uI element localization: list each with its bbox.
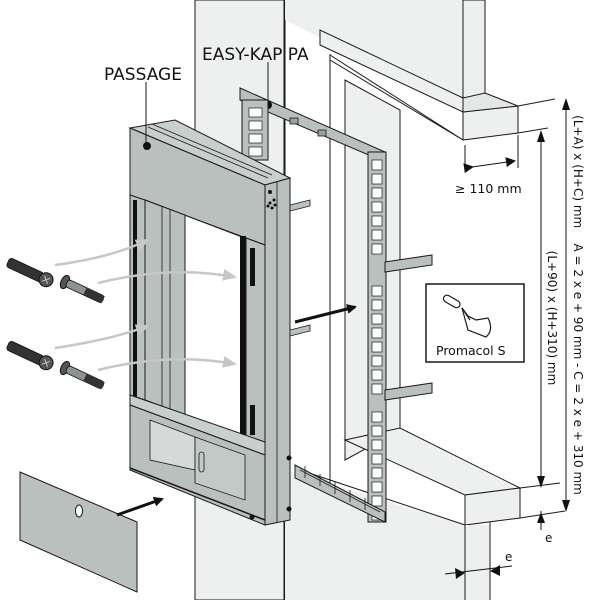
trowel-icon: [442, 294, 492, 338]
insertion-arrow: [97, 268, 237, 285]
wall-thickness-label: e: [505, 550, 512, 564]
promacol-s-box: Promacol S: [425, 283, 525, 363]
ladder-cell: [371, 187, 383, 199]
wall-plugs: [6, 258, 105, 390]
frame-bracket-lower: [384, 382, 433, 401]
ladder-cell: [371, 341, 383, 353]
passage-unit: [128, 119, 311, 526]
promacol-label: Promacol S: [436, 343, 506, 358]
insertion-arrows: [54, 238, 237, 372]
ladder-cell: [371, 243, 383, 255]
passage-label: PASSAGE: [104, 65, 182, 85]
ladder-cell: [371, 453, 383, 465]
cover-arrow: [116, 496, 164, 517]
ladder-cell: [371, 495, 383, 507]
ladder-cell: [371, 173, 383, 185]
ladder-cell: [371, 159, 383, 171]
ladder-cell: [371, 201, 383, 213]
passage-fixing-dot: [143, 142, 151, 150]
ladder-cell: [371, 411, 383, 423]
cover-plate: [19, 471, 138, 593]
ladder-cell: [371, 229, 383, 241]
min-depth-label: ≥ 110 mm: [455, 181, 522, 196]
outer-dimension-label: (L+A) x (H+C) mm A = 2 x e + 90 mm - C =…: [571, 115, 585, 495]
ladder-cell: [371, 369, 383, 381]
passage-arrow: [294, 304, 357, 324]
ladder-cell: [371, 383, 383, 395]
ladder-cell: [371, 355, 383, 367]
easy-kap-label: EASY-KAP PA: [202, 45, 309, 65]
ladder-cell: [371, 425, 383, 437]
insertion-arrow: [54, 238, 150, 267]
insertion-arrow: [97, 355, 237, 372]
wall-plug: [6, 341, 54, 371]
ladder-cell: [371, 481, 383, 493]
wall-plug: [59, 360, 105, 390]
ladder-cell: [371, 313, 383, 325]
frame-bracket-upper: [384, 254, 433, 273]
wall-plug: [6, 258, 54, 288]
min-depth-dimension: [463, 157, 516, 174]
ladder-cell: [371, 467, 383, 479]
insertion-arrow: [54, 324, 150, 350]
ladder-cell: [371, 299, 383, 311]
inner-dimension-label: (L+90) x (H+310) mm: [545, 251, 559, 386]
sill-front: [464, 487, 521, 526]
easy-kap-pa-frame: [239, 87, 433, 523]
ladder-cell: [371, 327, 383, 339]
ladder-cell: [371, 215, 383, 227]
cover-plate-hole: [75, 504, 83, 518]
sill-thickness-label: e: [545, 531, 552, 545]
wall-plug: [59, 274, 105, 304]
ladder-cell: [371, 439, 383, 451]
ladder-cell: [371, 285, 383, 297]
